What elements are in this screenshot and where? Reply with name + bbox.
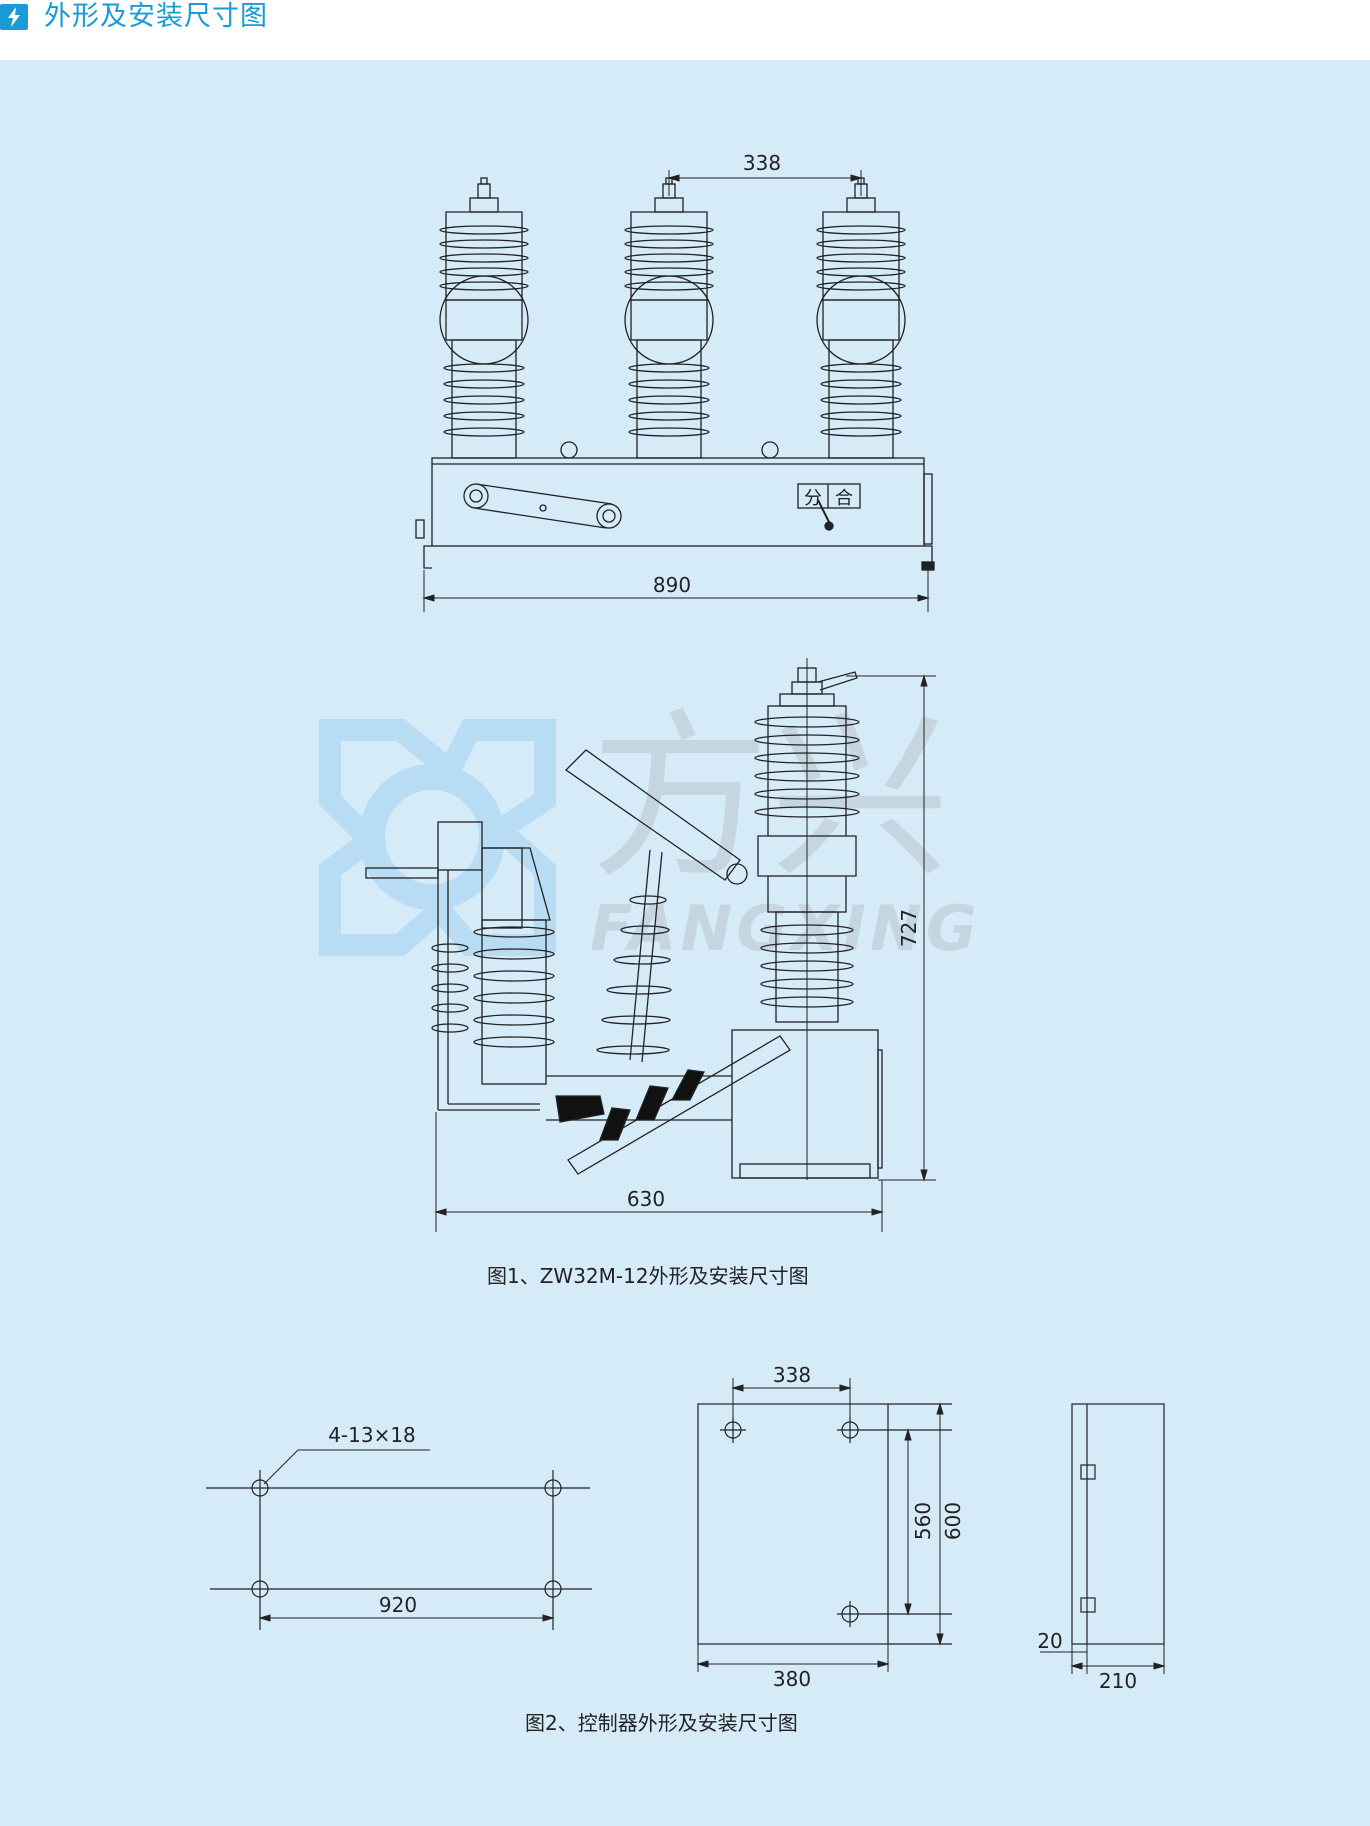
figure2-controller-front: [696, 1378, 952, 1672]
dim-controller-height: [936, 1402, 944, 1646]
pole-left: [439, 177, 529, 459]
dim-pole-spacing: [667, 170, 863, 196]
dim-label-mount-width: 920: [379, 1593, 417, 1617]
figure2-controller-side: [1040, 1403, 1166, 1674]
dim-label-controller-height: 600: [941, 1502, 965, 1540]
dim-height: [846, 674, 936, 1182]
dim-controller-hole-vertical: [904, 1428, 912, 1616]
dim-label-depth: 630: [627, 1187, 665, 1211]
dim-controller-hole-spacing: [731, 1378, 852, 1418]
dim-depth: [434, 1112, 884, 1232]
watermark-brand-en: FANGXING: [590, 892, 981, 965]
dim-total-width: [422, 570, 930, 612]
figure1-front-view: [415, 170, 935, 612]
indicator-close-label: 合: [835, 488, 853, 509]
dim-label-pole-spacing: 338: [743, 151, 781, 175]
page-title: 外形及安装尺寸图: [44, 1, 268, 32]
drawing-panel: [0, 60, 1370, 1826]
watermark-brand-cn: 方兴: [590, 694, 950, 903]
page-header: 外形及安装尺寸图: [0, 0, 1370, 60]
holes-label: 4-13×18: [328, 1423, 416, 1447]
operating-lever: [463, 483, 622, 529]
indicator-open-label: 分: [804, 488, 822, 509]
open-close-indicator: [797, 483, 861, 531]
dim-mount-width: [258, 1614, 555, 1622]
dim-label-controller-hole-vertical: 560: [911, 1502, 935, 1540]
lightning-icon: [0, 4, 28, 30]
dim-controller-side: [1040, 1644, 1166, 1674]
dim-label-total-width: 890: [653, 573, 691, 597]
dim-label-height: 727: [897, 909, 921, 947]
pole-right: [816, 177, 906, 459]
figure1-side-view: [365, 658, 936, 1232]
watermark-logo: [319, 719, 556, 956]
dim-label-controller-offset: 20: [1037, 1629, 1062, 1653]
dim-label-controller-depth: 210: [1099, 1669, 1137, 1693]
dim-controller-width: [696, 1644, 890, 1672]
figure2-mounting-plan: [206, 1449, 592, 1630]
figure2-caption: 图2、控制器外形及安装尺寸图: [525, 1711, 798, 1735]
dim-label-controller-hole-spacing: 338: [773, 1363, 811, 1387]
figure1-caption: 图1、ZW32M-12外形及安装尺寸图: [487, 1264, 809, 1288]
pole-center: [624, 177, 714, 459]
dim-label-controller-width: 380: [773, 1667, 811, 1691]
